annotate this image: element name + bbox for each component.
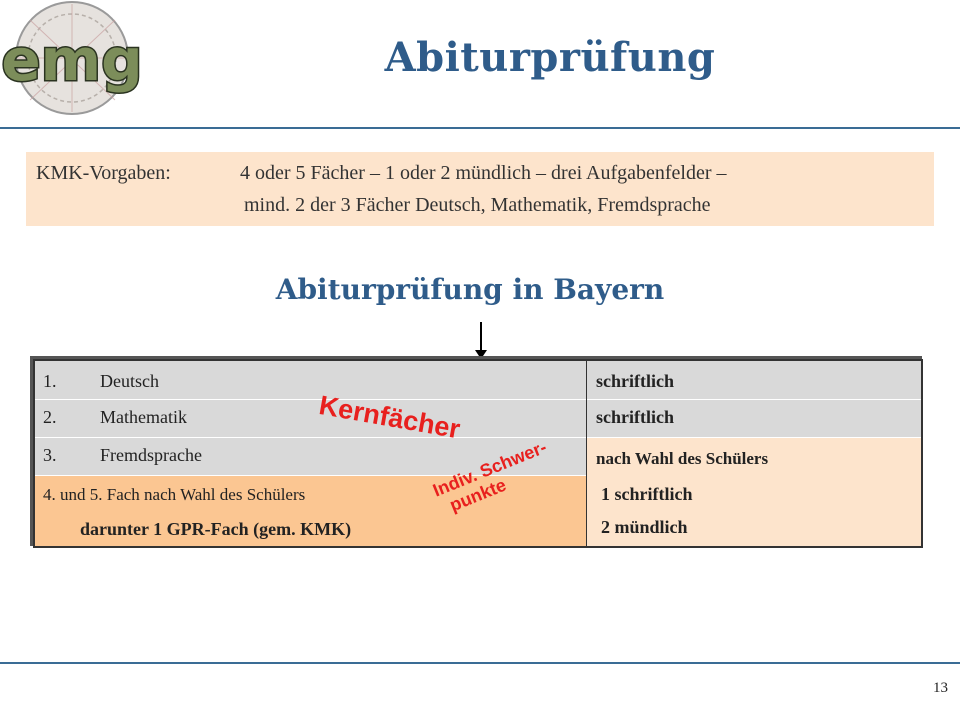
kmk-label: KMK-Vorgaben: xyxy=(36,162,171,184)
exam-mode: schriftlich xyxy=(596,407,674,427)
kmk-requirements-box: KMK-Vorgaben: 4 oder 5 Fächer – 1 oder 2… xyxy=(26,152,934,226)
table-cell: schriftlich xyxy=(586,399,921,437)
kmk-line-2: mind. 2 der 3 Fächer Deutsch, Mathematik… xyxy=(244,194,711,216)
table-cell: schriftlich xyxy=(586,361,921,399)
written-count: 1 schriftlich xyxy=(601,484,693,504)
emg-logo: emg xyxy=(0,0,150,118)
subjects-table: 1. Deutsch 2. Mathematik 3. Fremdsprache… xyxy=(33,359,923,548)
elective-subjects-label: 4. und 5. Fach nach Wahl des Schülers xyxy=(43,485,306,504)
table-row: 4. und 5. Fach nach Wahl des Schülers da… xyxy=(35,475,586,546)
oral-count: 2 mündlich xyxy=(601,517,688,537)
page-number: 13 xyxy=(933,680,948,696)
bottom-divider xyxy=(0,662,960,664)
kmk-line-1: 4 oder 5 Fächer – 1 oder 2 mündlich – dr… xyxy=(240,162,727,184)
row-divider xyxy=(35,399,921,400)
column-divider xyxy=(586,361,587,546)
subject-name: Mathematik xyxy=(100,407,187,427)
section-subtitle: Abiturprüfung in Bayern xyxy=(275,273,665,306)
exam-mode: schriftlich xyxy=(596,371,674,391)
row-number: 1. xyxy=(43,371,57,391)
choice-note: nach Wahl des Schülers xyxy=(596,449,769,468)
page-title: Abiturprüfung xyxy=(384,34,716,81)
subject-name: Deutsch xyxy=(100,371,159,391)
subject-name: Fremdsprache xyxy=(100,445,202,465)
arrow-shaft xyxy=(480,322,482,352)
logo-text: emg xyxy=(1,26,142,94)
table-row: 2. Mathematik xyxy=(35,399,586,437)
arrow-down-icon xyxy=(475,350,487,359)
row-number: 2. xyxy=(43,407,57,427)
row-divider xyxy=(35,475,586,476)
table-row: 1. Deutsch xyxy=(35,361,586,399)
row-divider xyxy=(35,437,921,438)
table-cell: nach Wahl des Schülers 1 schriftlich 2 m… xyxy=(586,437,921,546)
row-number: 3. xyxy=(43,445,57,465)
gpr-subject-note: darunter 1 GPR-Fach (gem. KMK) xyxy=(80,519,352,539)
top-divider xyxy=(0,127,960,129)
table-row: 3. Fremdsprache xyxy=(35,437,586,475)
